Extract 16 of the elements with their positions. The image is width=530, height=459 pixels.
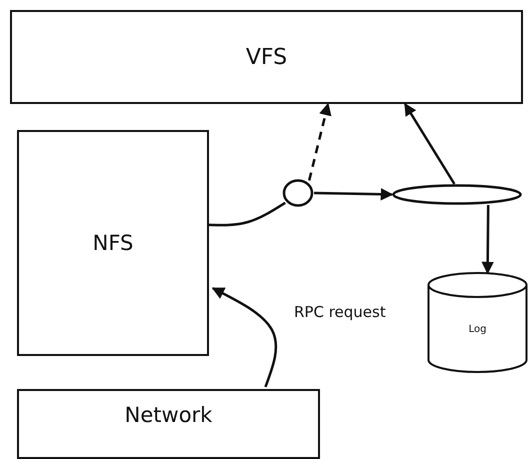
connector-line bbox=[208, 202, 286, 226]
ellipse-node bbox=[392, 184, 522, 205]
database-cylinder bbox=[427, 273, 528, 372]
arrow bbox=[314, 188, 394, 201]
layer-box bbox=[17, 130, 209, 356]
node-label: Network bbox=[124, 403, 212, 427]
arrow bbox=[481, 204, 494, 274]
layer-box bbox=[17, 389, 320, 459]
node-label: NFS bbox=[92, 231, 134, 255]
node-label: VFS bbox=[246, 44, 288, 70]
layer-box bbox=[10, 10, 523, 104]
arrow bbox=[212, 287, 278, 388]
node-label: Log bbox=[468, 324, 486, 335]
dashed-arrow bbox=[308, 102, 332, 181]
arrow bbox=[404, 102, 456, 185]
circle-node bbox=[282, 179, 314, 207]
